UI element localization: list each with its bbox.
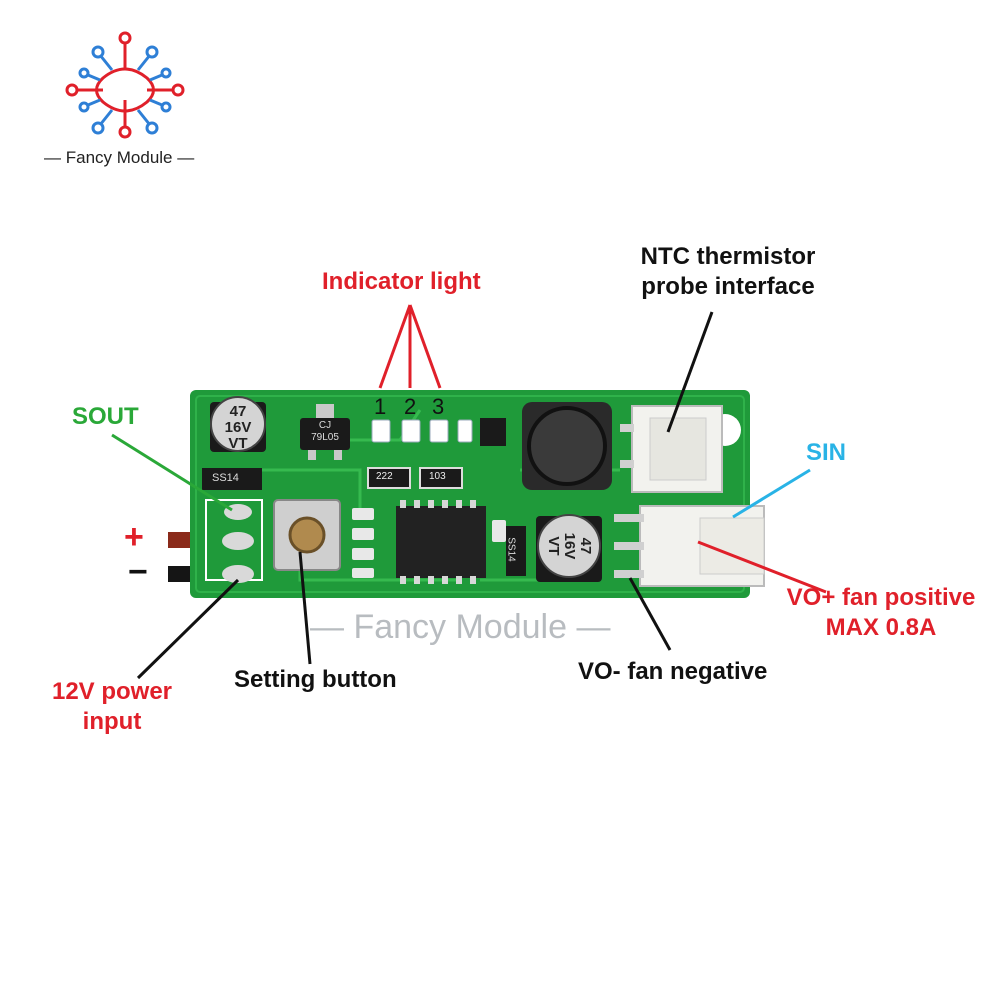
watermark: — Fancy Module — bbox=[310, 608, 611, 646]
indicator-number-3: 3 bbox=[432, 394, 445, 419]
indicator-led-1 bbox=[371, 419, 391, 443]
vo-negative-label: VO- fan negative bbox=[578, 658, 768, 685]
indicator-number-1: 1 bbox=[374, 394, 387, 419]
voltage-regulator bbox=[300, 418, 350, 450]
resistor-2-marking: 103 bbox=[429, 471, 446, 482]
power-negative-pad bbox=[222, 565, 254, 583]
ntc-label: NTC thermistor probe interface bbox=[640, 243, 816, 300]
setting-button-cap bbox=[288, 516, 326, 554]
brand-name: — Fancy Module — bbox=[44, 148, 195, 167]
inductor bbox=[527, 406, 607, 486]
resistor-2 bbox=[419, 467, 463, 489]
setting-button-label: Setting button bbox=[234, 666, 397, 693]
vo-positive-label: VO+ fan positive MAX 0.8A bbox=[786, 584, 976, 641]
sin-label: SIN bbox=[806, 439, 847, 466]
power-positive-pad bbox=[222, 532, 254, 550]
ic-chip bbox=[396, 506, 486, 578]
indicator-number-2: 2 bbox=[404, 394, 417, 419]
diode-2 bbox=[506, 526, 526, 576]
resistor-1 bbox=[367, 467, 411, 489]
minus-sign: − bbox=[128, 553, 148, 591]
indicator-light-label: Indicator light bbox=[322, 268, 481, 295]
indicator-led-3 bbox=[429, 419, 449, 443]
power-input-label: 12V power input bbox=[51, 678, 173, 735]
diode-2-marking: SS14 bbox=[505, 537, 517, 562]
plus-sign: + bbox=[124, 518, 144, 556]
resistor-1-marking: 222 bbox=[376, 471, 393, 482]
sout-pad bbox=[224, 504, 252, 520]
capacitor-2 bbox=[537, 514, 601, 578]
sout-label: SOUT bbox=[72, 403, 139, 430]
diode-1-marking: SS14 bbox=[212, 472, 239, 484]
indicator-led-2 bbox=[401, 419, 421, 443]
